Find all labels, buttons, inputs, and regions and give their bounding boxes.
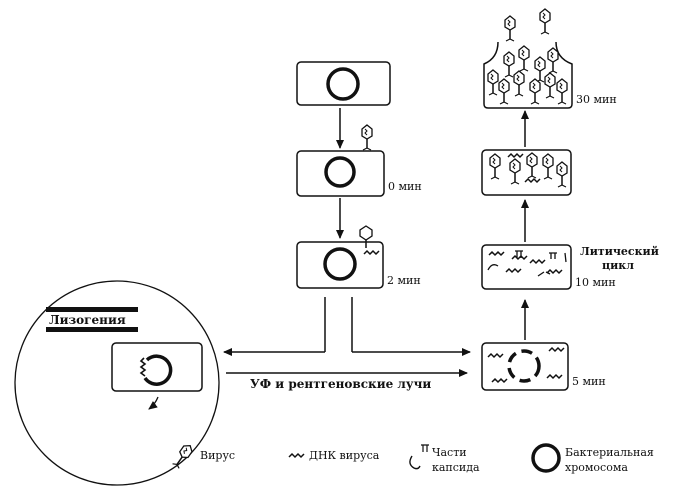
bacterial-chromosome	[324, 156, 356, 188]
cell-5min	[481, 342, 569, 391]
cell-0min	[296, 124, 385, 197]
fragmented-chromosome	[507, 349, 541, 383]
cell-2min	[296, 225, 384, 289]
legend-viral-dna-icon	[288, 453, 305, 458]
legend-chromosome-label-line1: Бактериальная	[565, 446, 654, 459]
lysogeny-cycle	[14, 280, 220, 486]
lysogeny-label: Лизогения	[49, 313, 126, 327]
cell-lysis	[483, 8, 573, 109]
integrated-viral-dna	[139, 357, 147, 377]
legend-chromosome-label-line2: хромосома	[565, 461, 628, 474]
legend-chromosome-icon	[531, 443, 561, 473]
legend-capsid-icon	[409, 444, 429, 470]
time-label-30: 30 мин	[576, 93, 617, 106]
legend-virus-label: Вирус	[200, 449, 236, 462]
bacterial-chromosome	[326, 67, 360, 101]
legend-capsid-label-line2: капсида	[432, 461, 480, 474]
time-label-0: 0 мин	[388, 180, 422, 193]
lytic-label-line1: Литический	[580, 245, 659, 258]
legend-virus-icon	[170, 442, 196, 470]
virus-attached-icon	[361, 124, 373, 151]
cell-assembly	[481, 149, 572, 196]
uv-xray-label: УФ и рентгеновские лучи	[250, 377, 432, 391]
time-label-5: 5 мин	[572, 375, 606, 388]
legend-viral-dna-label: ДНК вируса	[309, 449, 380, 462]
empty-capsid-icon	[359, 225, 373, 241]
cell-initial	[296, 61, 391, 106]
legend-capsid-label-line1: Части	[432, 446, 467, 459]
time-label-2: 2 мин	[387, 274, 421, 287]
time-label-10: 10 мин	[575, 276, 616, 289]
bacterial-chromosome	[143, 354, 173, 386]
branch-connector	[223, 297, 471, 356]
lytic-label-line2: цикл	[602, 259, 634, 272]
bacterial-chromosome	[323, 247, 357, 281]
cell-10min	[481, 244, 572, 290]
